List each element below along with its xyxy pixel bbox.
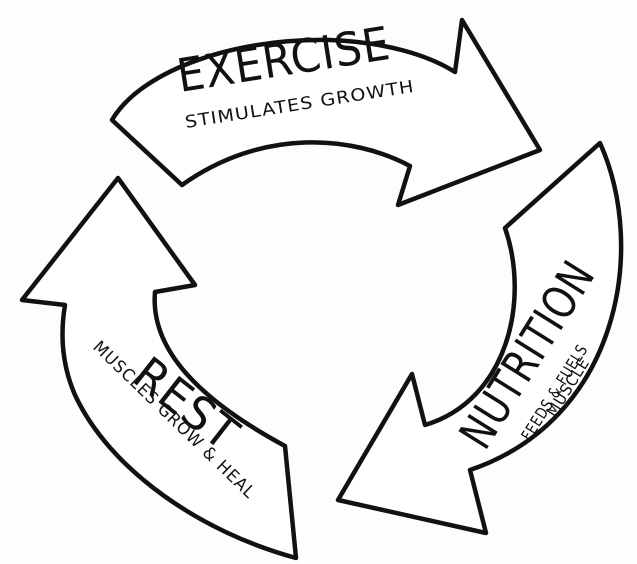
rest-arrow-shape (19, 175, 299, 561)
nutrition-arrow-shape (335, 140, 624, 536)
nutrition-arrow: NUTRITION FEEDS & FUELS MUSCLE (335, 140, 624, 536)
exercise-arrow: EXERCISE STIMULATES GROWTH (109, 16, 543, 208)
exercise-arrow-shape (109, 17, 543, 208)
rest-arrow: REST MUSCLES GROW & HEAL (19, 175, 299, 561)
